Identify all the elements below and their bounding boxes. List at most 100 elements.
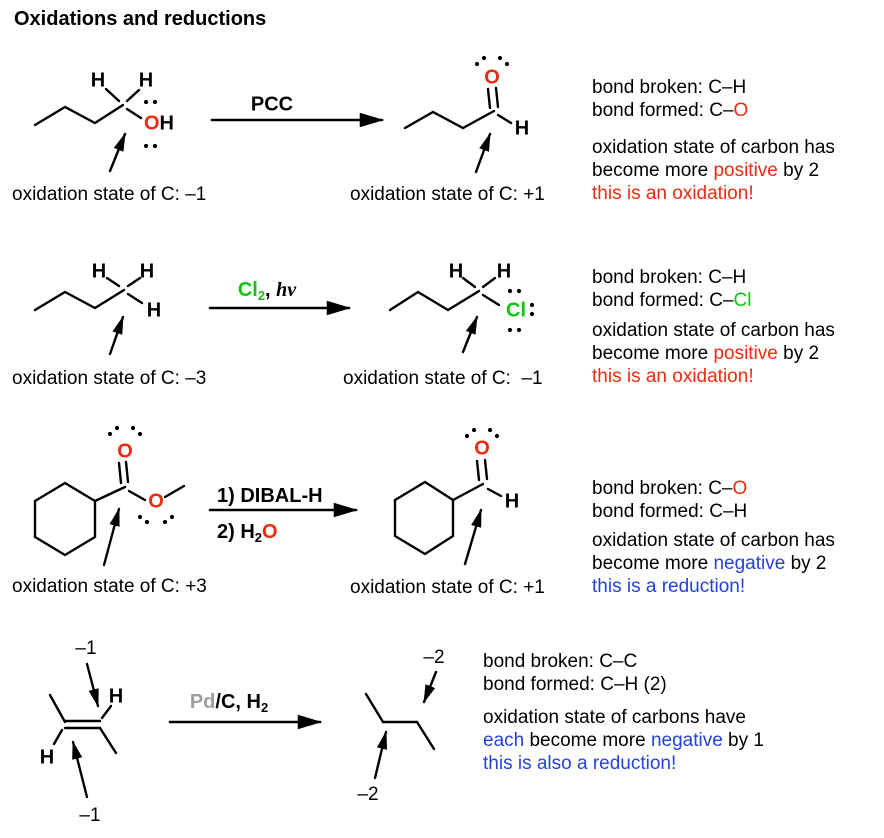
row2-product-h2-label: H (496, 260, 512, 283)
row1-reactant-butanol-bonds (33, 87, 143, 127)
row1-note-oxstate-2: become more positive by 2 (592, 160, 819, 182)
row4-reactant-osnum-top: –1 (75, 638, 97, 659)
row1-note-conclusion: this is an oxidation! (592, 183, 754, 204)
row3-right-caption: oxidation state of C: +1 (350, 577, 545, 598)
row4-reactant-osnum-bottom: –1 (79, 805, 101, 826)
row3-note-oxstate-1: oxidation state of carbon has (592, 530, 835, 551)
row2-note-bond-formed-atom: Cl (733, 290, 752, 311)
row1-product-h-label: H (514, 117, 530, 140)
row2-cl-lone-pairs (507, 288, 535, 333)
row4-reagent-pd: Pd (189, 691, 216, 713)
row1-note-bond-formed: bond formed: C–O (592, 100, 748, 122)
row1-note-bond-formed-atom: O (733, 100, 749, 121)
row1-reagent-pcc: PCC (250, 93, 294, 116)
row3-note-bond-broken: bond broken: C–O (592, 478, 747, 500)
row3-note-oxstate-2-post: by 2 (785, 553, 827, 574)
row1-note-oxstate-1: oxidation state of carbon has (592, 137, 835, 158)
row3-product-o-label: O (474, 437, 490, 460)
row4-pointer-arrows (71, 662, 438, 799)
row4-note-conclusion: this is also a reduction! (483, 753, 677, 774)
row4-reagent-rest: /C, H (215, 691, 261, 713)
row3-product-aldehyde-bonds (393, 458, 503, 556)
row1-oh-h-label: H (159, 112, 175, 135)
row2-note-bond-broken: bond broken: C–H (592, 267, 747, 288)
row1-reactant-h1-label: H (90, 69, 106, 92)
row3-reagent-h2o-o: O (262, 521, 278, 543)
row2-note-oxstate-2-post: by 2 (777, 343, 820, 364)
row3-reagent-h2o-h: 2) H (217, 521, 255, 543)
row4-note-oxstate-1: oxidation state of carbons have (483, 707, 747, 728)
row2-note-bond-formed-prefix: bond formed: C– (592, 290, 734, 311)
row2-reagent-hv: hν (276, 279, 297, 301)
row4-reagent-pdc-h2: Pd/C, H2 (190, 691, 268, 715)
row3-note-oxstate-2: become more negative by 2 (592, 553, 827, 575)
row3-ester-o-lone-pairs (137, 514, 175, 525)
page-title: Oxidations and reductions (14, 8, 267, 30)
row3-carbonyl-o-lone-pairs (107, 425, 143, 437)
row4-reactant-h-bottom-label: H (39, 746, 55, 769)
row2-note-oxstate-1: oxidation state of carbon has (592, 320, 835, 341)
row3-reactant-ester-bonds (33, 460, 186, 557)
row4-note-oxstate-2: each become more negative by 1 (483, 730, 764, 752)
row3-note-conclusion: this is a reduction! (592, 576, 746, 597)
row4-product-osnum-top: –2 (423, 647, 445, 668)
row3-pointer-arrows (102, 507, 483, 567)
row3-reagent-h2o-subscript: 2 (254, 530, 263, 545)
row2-note-oxstate-2: become more positive by 2 (592, 343, 819, 365)
row2-reactant-butane-bonds (33, 276, 144, 312)
row2-note-oxstate-2-word: positive (713, 343, 778, 364)
row2-reagent-comma: , (265, 279, 277, 301)
row3-note-bond-formed: bond formed: C–H (592, 501, 748, 522)
row1-pointer-arrows (108, 132, 492, 174)
row2-reactant-h3-label: H (146, 299, 162, 322)
row2-product-h1-label: H (448, 260, 464, 283)
row4-note-oxstate-2-mid: become more (524, 730, 651, 751)
row1-note-oxstate-2-pre: become more (592, 160, 714, 181)
row3-product-o-lone-pairs (464, 427, 500, 439)
row1-right-caption: oxidation state of C: +1 (350, 184, 545, 205)
lone-pair-dots (107, 55, 535, 525)
row2-product-cl-label: Cl (506, 299, 526, 322)
row2-reagent-cl: Cl (237, 279, 258, 301)
row2-reactant-h1-label: H (91, 260, 107, 283)
row1-left-caption: oxidation state of C: –1 (12, 184, 207, 205)
row4-note-bond-formed: bond formed: C–H (2) (483, 674, 667, 695)
row2-left-caption: oxidation state of C: –3 (12, 368, 207, 389)
row3-carbonyl-o-label: O (117, 440, 133, 463)
row2-product-chlorobutane-bonds (388, 276, 501, 312)
row2-right-caption: oxidation state of C: –1 (343, 368, 543, 389)
row1-oh-o-label: O (143, 112, 160, 135)
row1-note-oxstate-2-word: positive (713, 160, 778, 181)
row1-note-bond-formed-prefix: bond formed: C– (592, 100, 734, 121)
row4-note-oxstate-2-each: each (483, 730, 525, 751)
row2-note-bond-formed: bond formed: C–Cl (592, 290, 751, 312)
row2-pointer-arrows (108, 315, 479, 356)
row3-left-caption: oxidation state of C: +3 (12, 576, 207, 597)
row3-note-bond-broken-prefix: bond broken: C– (592, 478, 733, 499)
row2-reagent-cl2-hv: Cl2, hν (238, 279, 296, 303)
row4-product-butane-bonds (364, 692, 436, 751)
row2-note-oxstate-2-pre: become more (592, 343, 714, 364)
row4-note-oxstate-2-post: by 1 (722, 730, 764, 751)
row3-note-oxstate-2-word: negative (713, 553, 786, 574)
row2-reagent-cl-subscript: 2 (257, 288, 266, 303)
row1-oh-group: OH (144, 113, 174, 136)
row1-reactant-h2-label: H (138, 69, 154, 92)
row1-product-butanal-bonds (403, 86, 513, 130)
row2-note-conclusion: this is an oxidation! (592, 366, 754, 387)
row4-reagent-h2-subscript: 2 (260, 700, 269, 715)
row3-reagent-line2-h2o: 2) H2O (217, 521, 278, 545)
row3-reagent-line1-dibal: 1) DIBAL-H (217, 485, 323, 507)
row3-product-h-label: H (504, 490, 520, 513)
row1-note-bond-broken: bond broken: C–H (592, 77, 747, 98)
row1-product-o-label: O (484, 66, 500, 89)
row1-carbonyl-o-lone-pairs (474, 55, 510, 67)
row1-note-oxstate-2-post: by 2 (777, 160, 820, 181)
row4-note-bond-broken: bond broken: C–C (483, 651, 638, 672)
row1-oh-lone-pairs (143, 99, 158, 149)
row3-note-bond-broken-atom: O (732, 478, 748, 499)
row4-reactant-h-top-label: H (108, 685, 124, 708)
row2-reactant-h2-label: H (139, 260, 155, 283)
